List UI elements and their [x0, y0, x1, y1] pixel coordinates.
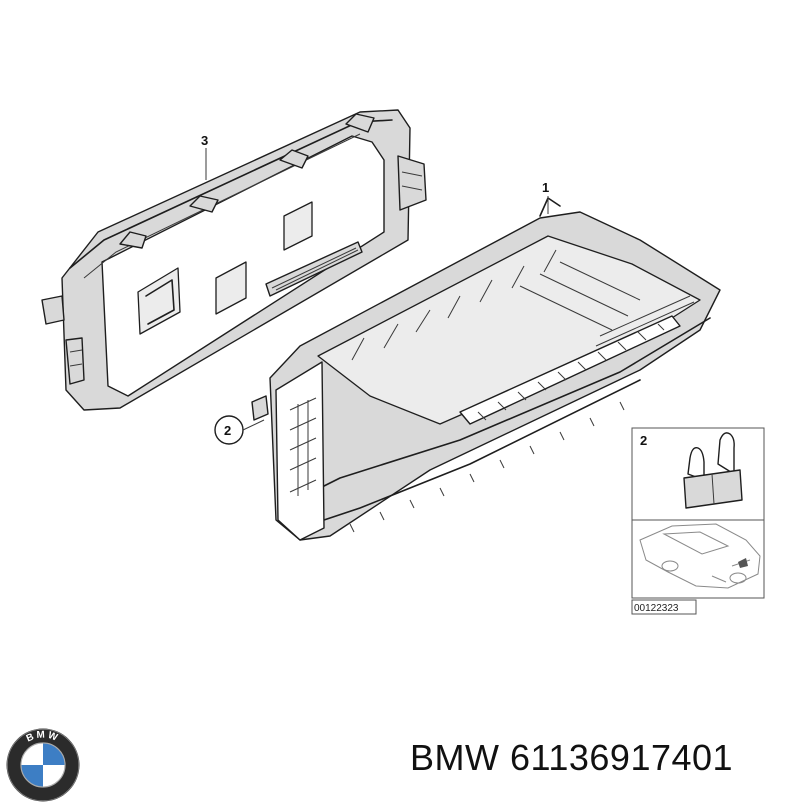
inset-reference-number: 00122323	[634, 603, 679, 614]
part-3-rear-cover	[41, 109, 427, 411]
callout-1: 1	[542, 180, 549, 195]
part-2-callout	[214, 395, 269, 445]
part-1-instrument-cluster	[269, 196, 721, 541]
part-number-caption: BMW 61136917401	[410, 737, 734, 778]
inset-box	[631, 427, 765, 615]
inset-clip-part	[683, 432, 743, 509]
callout-3: 3	[201, 133, 208, 148]
callout-2-circle-label: 2	[224, 423, 231, 438]
inset-callout-2: 2	[640, 433, 647, 448]
bmw-logo-lettering: BMW	[25, 729, 61, 744]
inset-car-outline	[639, 523, 761, 589]
bmw-logo: BMW	[6, 728, 80, 802]
